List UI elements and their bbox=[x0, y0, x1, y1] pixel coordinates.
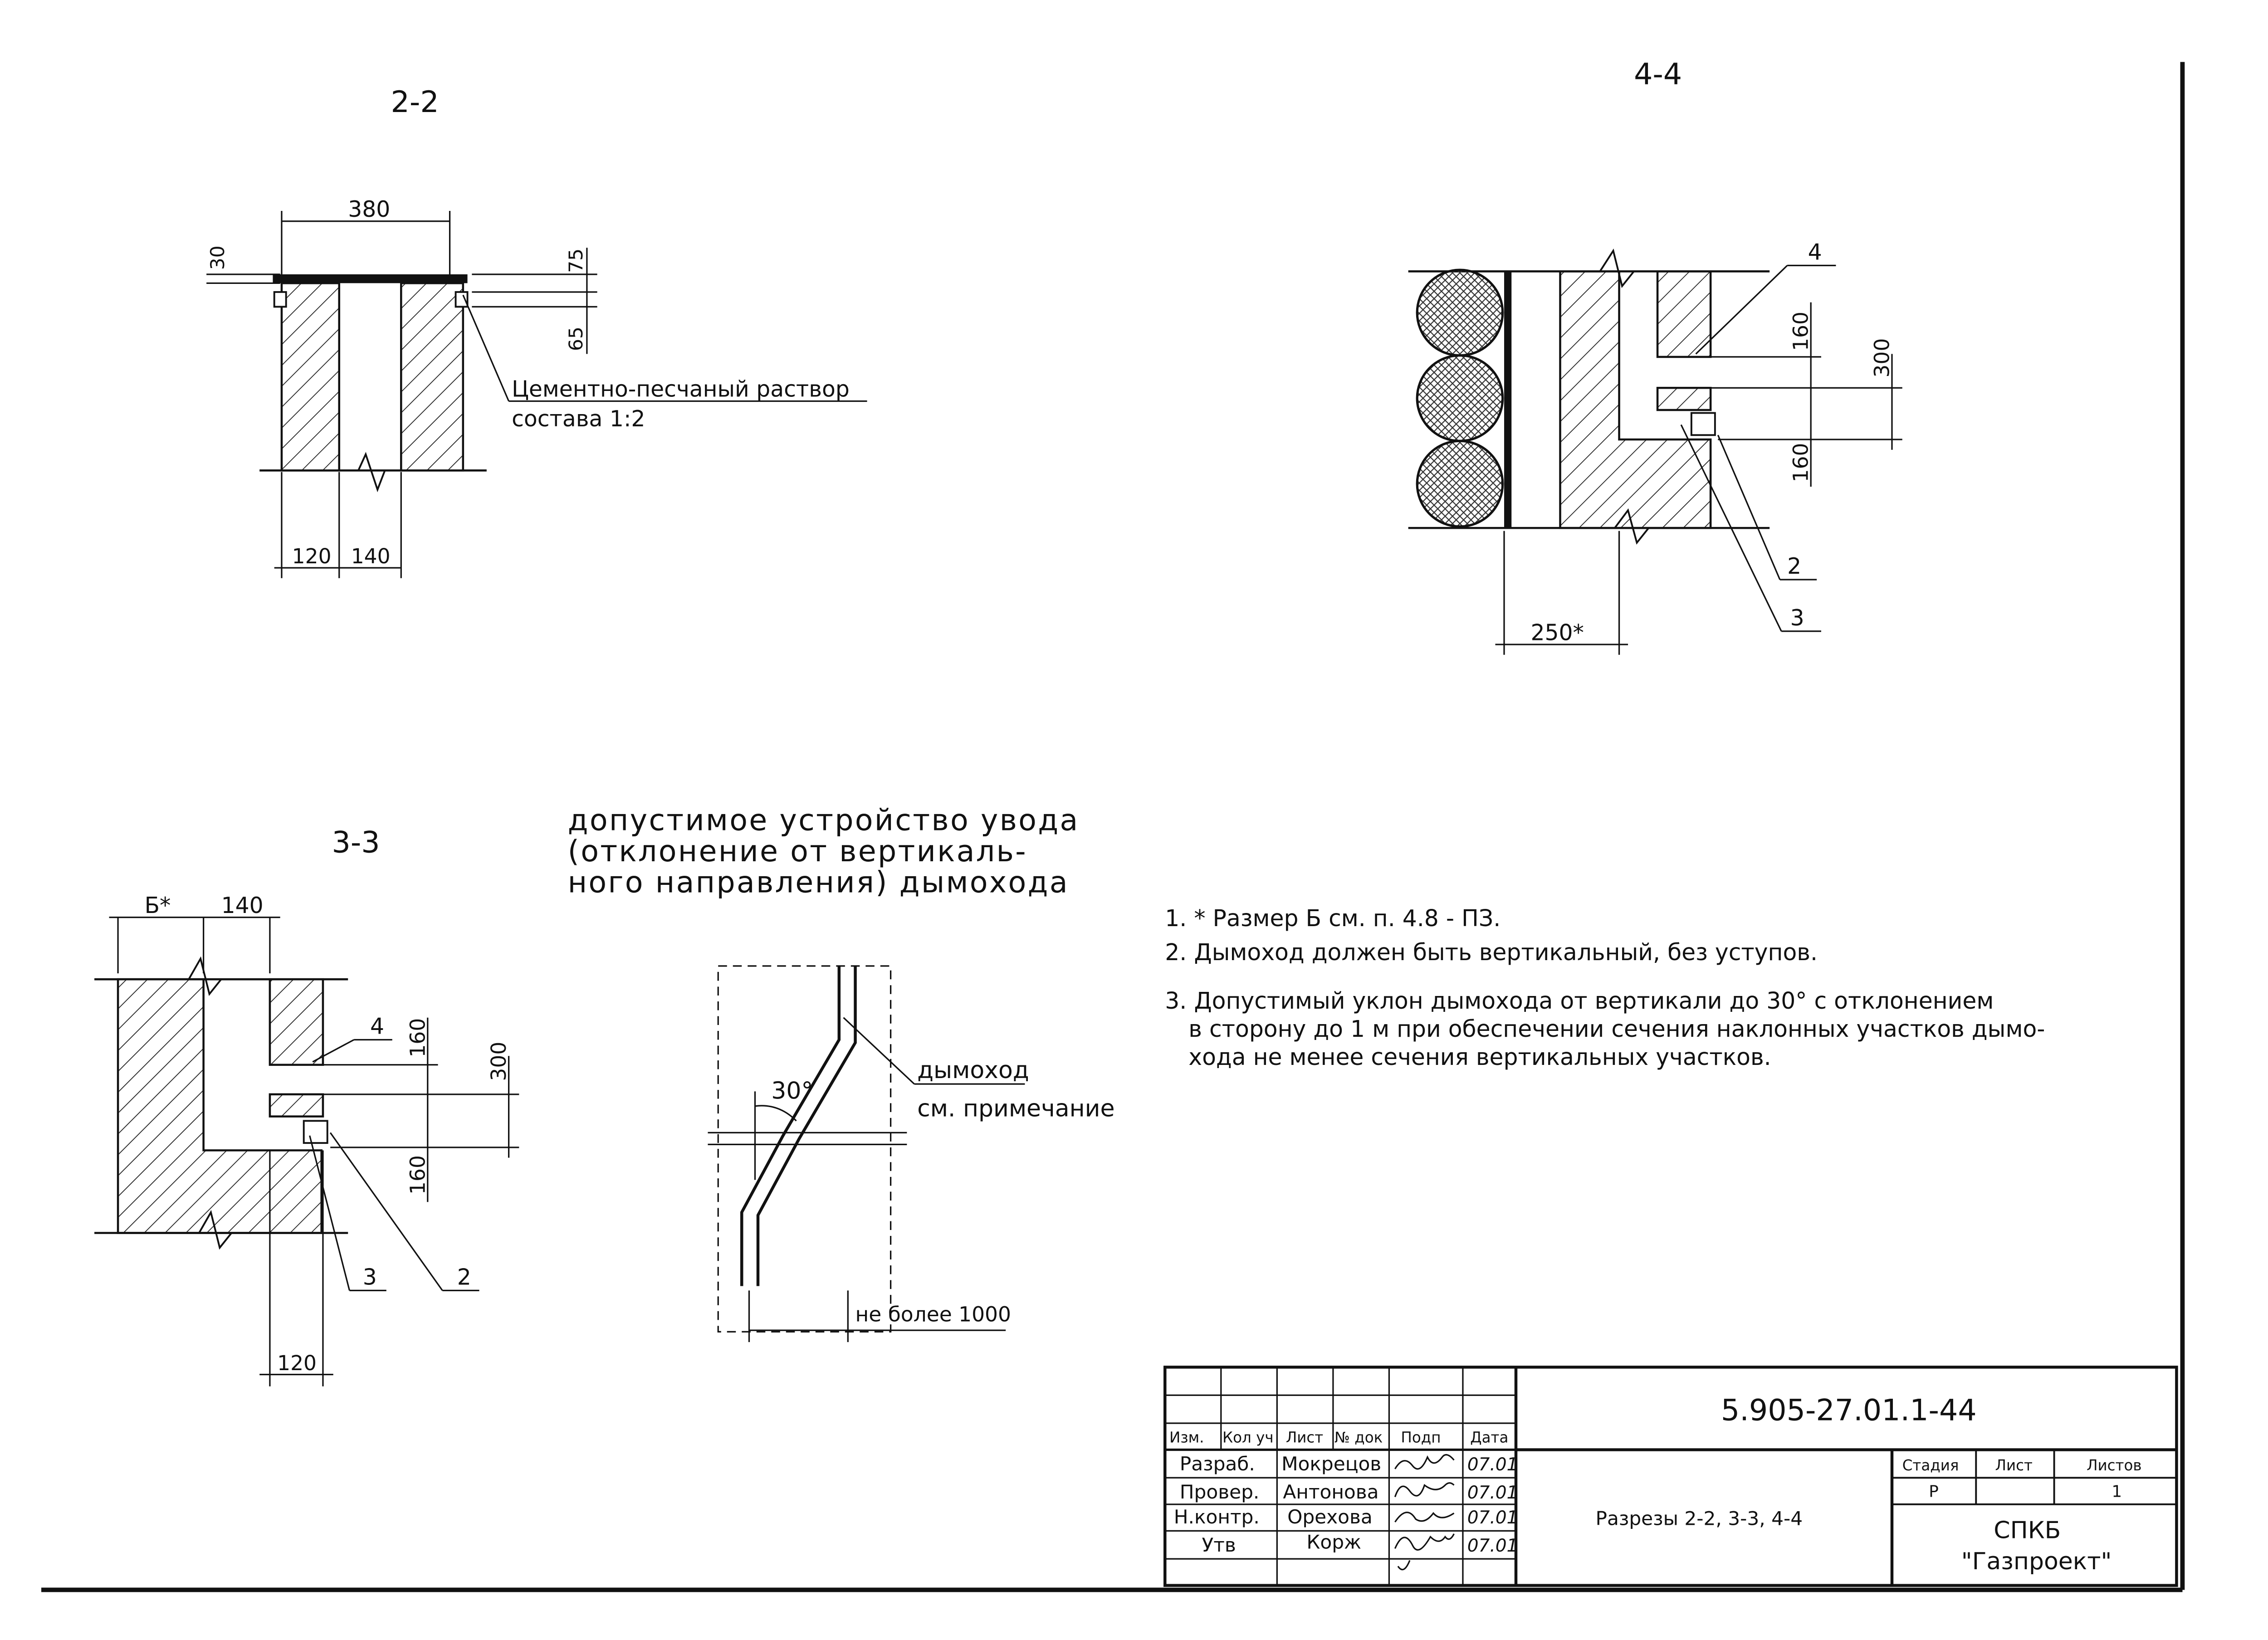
offset-title-3: ного направления) дымохода bbox=[568, 865, 1069, 899]
mark-4: 4 bbox=[1808, 239, 1822, 265]
row-name-2: Антонова bbox=[1283, 1481, 1378, 1503]
wall-right bbox=[400, 282, 464, 472]
offset-title-2: (отклонение от вертикаль- bbox=[568, 835, 1027, 869]
row-role-1: Разраб. bbox=[1180, 1453, 1255, 1475]
hdr-podp: Подп bbox=[1401, 1429, 1441, 1446]
row-role-3: Н.контр. bbox=[1174, 1506, 1260, 1528]
hdr-izm: Изм. bbox=[1169, 1429, 1204, 1446]
dim-300: 300 bbox=[1870, 338, 1894, 378]
callout-mortar-2: состава 1:2 bbox=[512, 406, 645, 432]
note-2: 2. Дымоход должен быть вертикальный, без… bbox=[1165, 939, 1818, 966]
label-max-1000: не более 1000 bbox=[855, 1303, 1011, 1327]
hdr-list: Лист bbox=[1286, 1429, 1323, 1446]
log-1 bbox=[1416, 268, 1504, 357]
dim-160-3b: 160 bbox=[406, 1155, 430, 1195]
section-4-4: 4-4 160 300 160 4 2 3 250* bbox=[1408, 57, 1902, 655]
mark-3: 3 bbox=[1790, 605, 1804, 631]
dim-120-3: 120 bbox=[277, 1351, 317, 1375]
mark-3-3: 3 bbox=[363, 1264, 377, 1290]
stage-header: Стадия bbox=[1902, 1457, 1959, 1474]
hdr-ndoc: № док bbox=[1334, 1429, 1383, 1446]
row-date-4: 07.01 bbox=[1467, 1536, 1518, 1556]
mark-4-3: 4 bbox=[370, 1014, 384, 1040]
sheet-title: Разрезы 2-2, 3-3, 4-4 bbox=[1596, 1507, 1803, 1529]
dim-B: Б* bbox=[145, 893, 171, 918]
section-2-2-title: 2-2 bbox=[391, 85, 439, 119]
row-name-3: Орехова bbox=[1287, 1506, 1373, 1528]
offset-title-1: допустимое устройство увода bbox=[568, 804, 1080, 838]
dim-120: 120 bbox=[292, 544, 332, 568]
dim-65: 65 bbox=[565, 327, 587, 351]
dim-160-3a: 160 bbox=[406, 1018, 430, 1058]
note-3-line1: 3. Допустимый уклон дымохода от вертикал… bbox=[1165, 987, 1994, 1014]
hdr-data: Дата bbox=[1470, 1429, 1508, 1446]
note-3-line2: в сторону до 1 м при обеспечении сечения… bbox=[1188, 1015, 2045, 1042]
row-role-4: Утв bbox=[1202, 1534, 1236, 1556]
row-date-1: 07.01 bbox=[1467, 1455, 1518, 1475]
row-name-4: Корж bbox=[1306, 1531, 1361, 1553]
label-flue: дымоход bbox=[917, 1057, 1029, 1084]
row-name-1: Мокрецов bbox=[1281, 1453, 1381, 1475]
dim-140: 140 bbox=[351, 544, 391, 568]
org-name-1: СПКБ bbox=[1994, 1517, 2061, 1544]
dim-250: 250* bbox=[1531, 620, 1584, 645]
log-3 bbox=[1416, 439, 1504, 528]
dim-75: 75 bbox=[565, 249, 587, 273]
wall-left bbox=[280, 282, 340, 472]
row-date-2: 07.01 bbox=[1467, 1483, 1518, 1503]
callout-mortar-1: Цементно-песчаный раствор bbox=[512, 376, 850, 402]
dim-30: 30 bbox=[206, 245, 229, 270]
notes: 1. * Размер Б см. п. 4.8 - ПЗ. 2. Дымохо… bbox=[1165, 905, 2045, 1070]
dim-300-3: 300 bbox=[487, 1042, 511, 1081]
note-1: 1. * Размер Б см. п. 4.8 - ПЗ. bbox=[1165, 905, 1501, 932]
label-see-note: см. примечание bbox=[917, 1095, 1114, 1123]
mortar-cap bbox=[273, 274, 468, 283]
dim-380: 380 bbox=[348, 196, 390, 222]
sheet-header: Лист bbox=[1995, 1457, 2033, 1474]
log-2 bbox=[1416, 354, 1504, 442]
dim-160-a: 160 bbox=[1789, 312, 1813, 351]
doc-number: 5.905-27.01.1-44 bbox=[1721, 1393, 1977, 1427]
mark-2: 2 bbox=[1787, 553, 1801, 579]
title-block: Изм. Кол уч Лист № док Подп Дата Разраб.… bbox=[1163, 1366, 2178, 1587]
flue-offset-detail: допустимое устройство увода (отклонение … bbox=[568, 804, 1114, 1342]
row-role-2: Провер. bbox=[1180, 1481, 1260, 1503]
row-date-3: 07.01 bbox=[1467, 1508, 1518, 1528]
dim-160-b: 160 bbox=[1789, 443, 1813, 482]
section-3-3: 3-3 Б* 140 160 300 160 4 3 2 120 bbox=[94, 826, 519, 1386]
mark-2-3: 2 bbox=[457, 1264, 471, 1290]
section-3-3-title: 3-3 bbox=[332, 826, 380, 860]
sheets-value: 1 bbox=[2112, 1483, 2122, 1501]
signatures bbox=[1394, 1454, 1455, 1571]
dim-140-3: 140 bbox=[221, 893, 264, 918]
sheets-header: Листов bbox=[2087, 1457, 2141, 1474]
angle-30: 30° bbox=[771, 1078, 813, 1105]
sheet-frame bbox=[41, 62, 2185, 1592]
stage-value: Р bbox=[1929, 1483, 1939, 1501]
section-2-2: 2-2 380 30 75 65 Цементно-песчаный раств… bbox=[206, 85, 867, 578]
org-name-2: "Газпроект" bbox=[1961, 1548, 2112, 1575]
hdr-kol: Кол уч bbox=[1222, 1429, 1273, 1446]
section-4-4-title: 4-4 bbox=[1634, 57, 1682, 91]
note-3-line3: хода не менее сечения вертикальных участ… bbox=[1188, 1044, 1771, 1070]
